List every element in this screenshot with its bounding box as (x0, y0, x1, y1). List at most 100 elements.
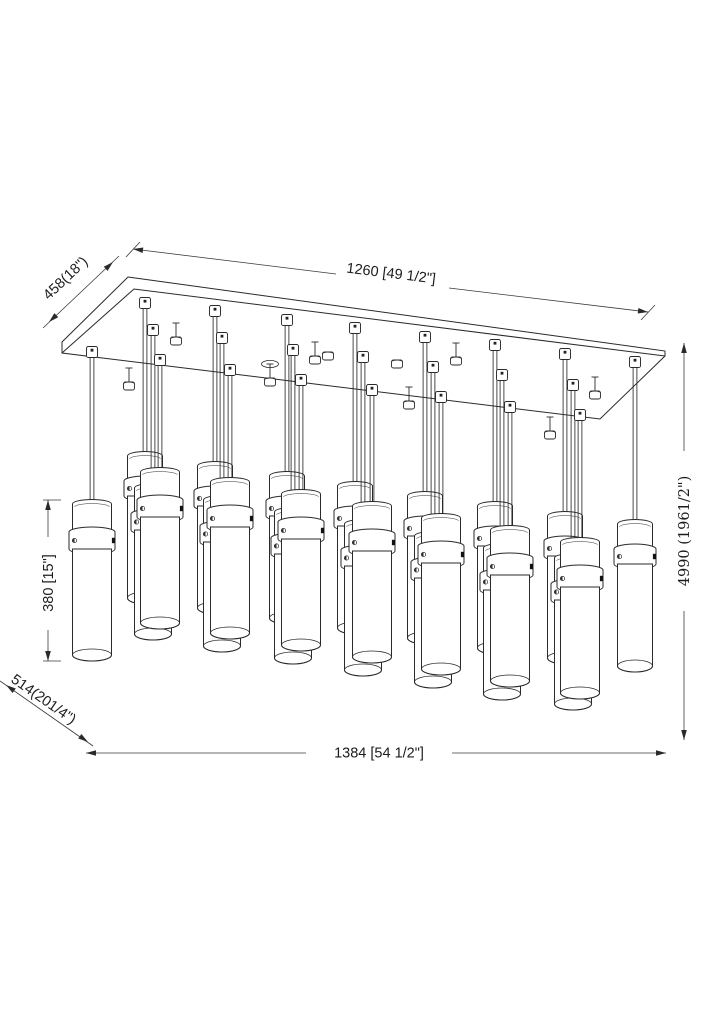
glass-bottom-rim (617, 659, 653, 673)
upper-glass (490, 525, 530, 557)
pendant (486, 401, 534, 688)
hanger-block (154, 354, 166, 366)
pendant (348, 384, 396, 664)
glass-bottom-rim (281, 638, 321, 652)
lower-glass (72, 548, 112, 662)
canopy (61, 276, 666, 420)
hanger-block (209, 305, 221, 317)
hanger-block (349, 322, 361, 334)
upper-glass (352, 501, 392, 533)
canopy-outline (61, 276, 666, 420)
dim-cluster-depth: 514(201/4") (0, 672, 94, 747)
pendant (136, 354, 184, 630)
band-screw (652, 553, 657, 560)
glass-bottom-rim (140, 616, 180, 630)
glass-bottom-rim (203, 639, 241, 653)
dim-overall-height: 4990 (1961/2") (677, 343, 693, 740)
pendant (556, 409, 604, 700)
hanger-block (427, 361, 439, 373)
cord-stub (261, 359, 279, 387)
glass-bottom-rim (274, 651, 312, 665)
cord-stub (170, 322, 182, 346)
hanger-block (147, 324, 159, 336)
cord-stub (123, 367, 135, 391)
dim-canopy-length: 1260 [49 1/2"] (125, 241, 656, 321)
glass-bottom-rim (72, 648, 112, 662)
glass-bottom-rim (421, 662, 461, 676)
hanger-block (287, 344, 299, 356)
hanger-block (435, 391, 447, 403)
upper-glass (140, 467, 180, 499)
hanger-block (559, 348, 571, 360)
pendant (417, 391, 465, 676)
glass-bottom-rim (483, 687, 521, 701)
hanger-block (295, 374, 307, 386)
band-screw (320, 527, 325, 534)
pendant (206, 364, 254, 640)
band-screw (179, 505, 184, 512)
lower-glass (560, 586, 600, 700)
band-screw (249, 515, 254, 522)
hanger-block (357, 351, 369, 363)
lower-glass (421, 562, 461, 676)
hanger-block (419, 331, 431, 343)
hanger-block (216, 332, 228, 344)
hanger-block (574, 409, 586, 421)
upper-glass (210, 477, 250, 509)
lower-glass (140, 516, 180, 630)
lower-glass (281, 538, 321, 652)
canopy-underside-edges (61, 288, 666, 357)
upper-glass (281, 489, 321, 521)
dim-cluster-length: 1384 [54 1/2"] (86, 746, 666, 762)
upper-glass (617, 519, 653, 548)
upper-glass (72, 499, 112, 531)
pendant (68, 346, 116, 662)
cord-stub (322, 351, 334, 361)
band-screw (391, 539, 396, 546)
glass-bottom-rim (344, 663, 382, 677)
lower-glass (210, 526, 250, 640)
pendant (277, 374, 325, 652)
overall-height-label: 4990 (1961/2") (677, 476, 693, 587)
cord-stub (391, 359, 403, 369)
glass-bottom-rim (352, 650, 392, 664)
hanger-block (489, 339, 501, 351)
band-screw (460, 551, 465, 558)
glass-bottom-rim (490, 674, 530, 688)
band-screw (599, 575, 604, 582)
hanger-block (504, 401, 516, 413)
hanger-block (496, 369, 508, 381)
glass-bottom-rim (414, 675, 452, 689)
hanger-block (224, 364, 236, 376)
pendant-height-label: 380 [15"] (41, 554, 57, 612)
cord-stub (450, 342, 462, 366)
pendant-cluster (68, 297, 657, 711)
cord-stub (589, 376, 601, 400)
pendant (613, 356, 657, 673)
cluster-depth-label: 514(201/4") (8, 672, 79, 728)
hanger-block (86, 346, 98, 358)
cluster-length-label: 1384 [54 1/2"] (334, 746, 424, 762)
upper-glass (421, 513, 461, 545)
cord-stub (309, 341, 321, 365)
canopy-stubs (123, 322, 601, 440)
canopy-depth-label: 458(18") (40, 254, 91, 304)
hanger-block (281, 314, 293, 326)
glass-bottom-rim (210, 626, 250, 640)
lower-glass (617, 563, 653, 673)
upper-glass (547, 511, 583, 540)
lower-glass (490, 574, 530, 688)
cord-stub (403, 386, 415, 410)
cord-stub (544, 416, 556, 440)
hanger-block (366, 384, 378, 396)
hanger-block (567, 379, 579, 391)
glass-bottom-rim (560, 686, 600, 700)
band-screw (529, 563, 534, 570)
hanger-block (629, 356, 641, 368)
upper-glass (560, 537, 600, 569)
lower-glass (352, 550, 392, 664)
dim-pendant-height: 380 [15"] (41, 499, 61, 662)
band-screw (111, 537, 116, 544)
